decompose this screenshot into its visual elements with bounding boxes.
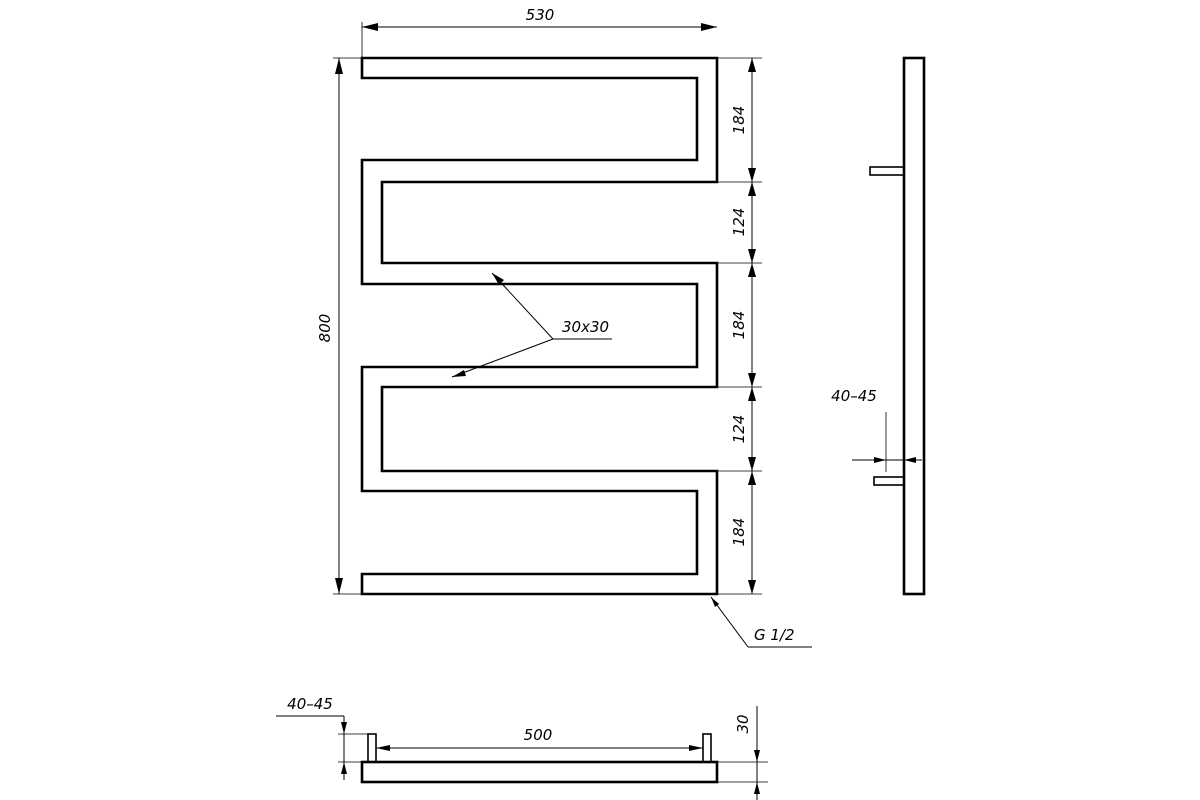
dimension-bottom-offset: 40–45 (276, 695, 368, 780)
serpentine-outline (360, 56, 719, 596)
dimension-label-width: 530 (526, 6, 555, 24)
side-view (869, 56, 926, 596)
dimension-chain-segments: 184 124 184 124 184 (717, 57, 762, 595)
dimension-connector-height: 30 (711, 706, 768, 800)
dimension-connector-spacing: 500 (376, 726, 703, 751)
bottom-view-connector-right (702, 733, 712, 763)
connector-height-label: 30 (734, 714, 752, 733)
bottom-view-body (360, 760, 719, 784)
dimension-width-530: 530 (361, 6, 717, 58)
dimension-height-800: 800 (316, 57, 362, 595)
dimension-label-segment-3: 184 (730, 311, 748, 340)
dimension-side-offset: 40–45 (831, 387, 922, 472)
profile-section-label: 30x30 (562, 318, 609, 336)
dimension-label-segment-1: 184 (730, 106, 748, 135)
annotation-thread: G 1/2 (710, 596, 812, 648)
side-view-body (902, 56, 926, 596)
bottom-offset-label: 40–45 (287, 695, 333, 713)
dimension-label-segment-2: 124 (730, 208, 748, 237)
dimension-label-height: 800 (316, 314, 334, 343)
bottom-view-connector-left (367, 733, 377, 763)
side-view-connector-bottom (873, 476, 905, 486)
annotation-profile-section: 30x30 (451, 272, 612, 378)
dimension-label-segment-4: 124 (730, 415, 748, 444)
front-view (360, 56, 719, 596)
dimension-label-segment-5: 184 (730, 518, 748, 547)
side-view-connector-top (869, 166, 905, 176)
thread-label: G 1/2 (754, 626, 795, 644)
connector-spacing-label: 500 (524, 726, 553, 744)
side-offset-label: 40–45 (831, 387, 877, 405)
